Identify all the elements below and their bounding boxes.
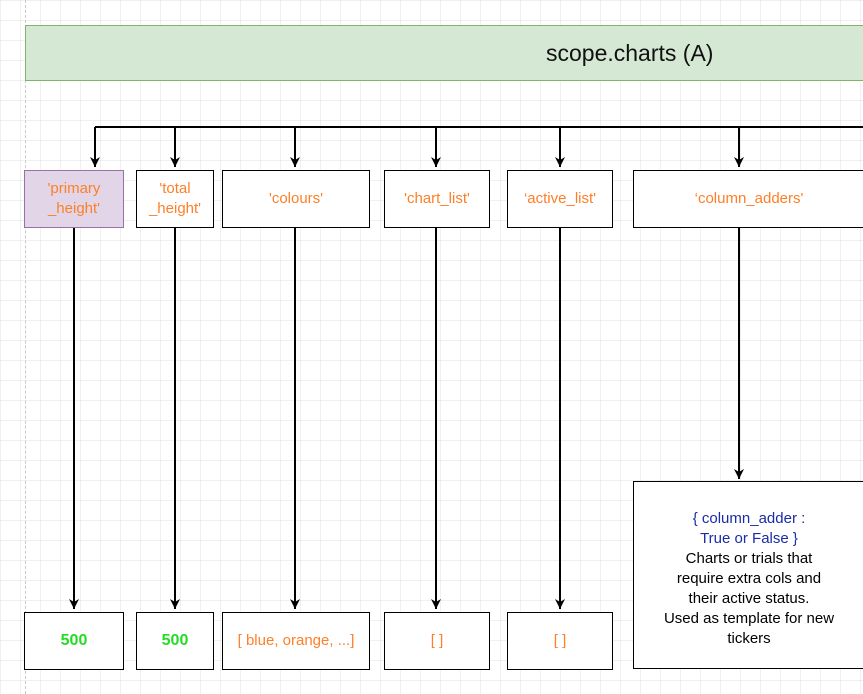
value-total-height-text: 500 xyxy=(161,632,189,649)
value-active-list-text: [ ] xyxy=(553,632,567,649)
column-adders-code: { column_adder : True or False } xyxy=(692,510,806,547)
key-colours-label: 'colours' xyxy=(268,190,324,207)
key-chart-list[interactable]: 'chart_list' xyxy=(384,170,490,228)
header-title: scope.charts (A) xyxy=(546,40,714,66)
value-primary-height-text: 500 xyxy=(60,632,88,649)
key-column-adders[interactable]: ‘column_adders' xyxy=(633,170,863,228)
key-primary-height-label: 'primary _height' xyxy=(47,180,101,217)
key-active-list-label: ‘active_list' xyxy=(523,190,597,207)
key-total-height-label: 'total _height' xyxy=(148,180,202,217)
value-colours-text: [ blue, orange, ...] xyxy=(237,632,355,649)
key-active-list[interactable]: ‘active_list' xyxy=(507,170,613,228)
value-primary-height[interactable]: 500 xyxy=(24,612,124,670)
value-active-list[interactable]: [ ] xyxy=(507,612,613,670)
key-chart-list-label: 'chart_list' xyxy=(404,190,470,207)
value-chart-list[interactable]: [ ] xyxy=(384,612,490,670)
value-total-height[interactable]: 500 xyxy=(136,612,214,670)
value-chart-list-text: [ ] xyxy=(430,632,444,649)
column-adders-note[interactable]: { column_adder : True or False } Charts … xyxy=(633,481,863,669)
key-colours[interactable]: 'colours' xyxy=(222,170,370,228)
key-total-height[interactable]: 'total _height' xyxy=(136,170,214,228)
column-adders-description: Charts or trials that require extra cols… xyxy=(663,550,835,647)
value-colours[interactable]: [ blue, orange, ...] xyxy=(222,612,370,670)
scope-charts-header[interactable]: scope.charts (A) xyxy=(25,25,863,81)
key-primary-height[interactable]: 'primary _height' xyxy=(24,170,124,228)
key-column-adders-label: ‘column_adders' xyxy=(694,190,804,207)
page-guide-line xyxy=(25,0,26,694)
